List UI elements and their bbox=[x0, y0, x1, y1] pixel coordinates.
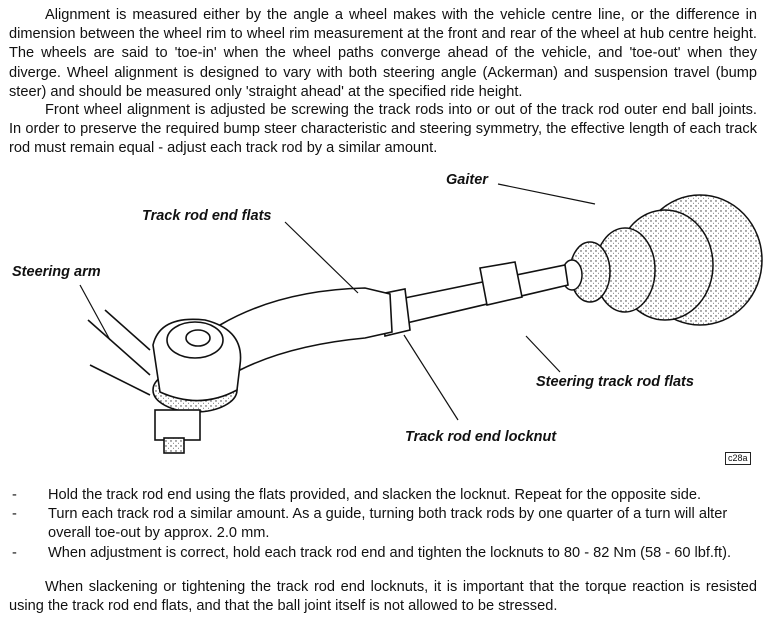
steering-arm-label: Steering arm bbox=[12, 264, 101, 280]
caution-note: When slackening or tightening the track … bbox=[9, 578, 757, 616]
track-rod-end-flats-label: Track rod end flats bbox=[142, 208, 272, 224]
steering-track-rod-flats-label: Steering track rod flats bbox=[536, 374, 694, 390]
ball-joint-shape bbox=[152, 318, 242, 454]
step-text: Turn each track rod a similar amount. As… bbox=[48, 506, 728, 542]
track-rod-drawing bbox=[79, 183, 763, 454]
gaiter-shape bbox=[561, 194, 763, 326]
step-marker: - bbox=[12, 487, 17, 503]
track-rod-shape bbox=[218, 261, 569, 372]
intro-paragraph-1: Alignment is measured either by the angl… bbox=[9, 6, 757, 102]
step-item: - Hold the track rod end using the flats… bbox=[12, 486, 757, 505]
step-item: - Turn each track rod a similar amount. … bbox=[12, 505, 757, 543]
step-text: When adjustment is correct, hold each tr… bbox=[48, 544, 732, 561]
caution-note-text: When slackening or tightening the track … bbox=[9, 579, 757, 615]
steering-arm-shape bbox=[87, 309, 151, 396]
intro-paragraph-2: Front wheel alignment is adjusted be scr… bbox=[9, 101, 757, 159]
gaiter-label: Gaiter bbox=[446, 172, 488, 188]
step-text: Hold the track rod end using the flats p… bbox=[48, 487, 702, 503]
intro-paragraph-2-text: Front wheel alignment is adjusted be scr… bbox=[9, 102, 757, 157]
procedure-steps: - Hold the track rod end using the flats… bbox=[12, 486, 757, 563]
track-rod-end-locknut-label: Track rod end locknut bbox=[405, 429, 557, 445]
step-item: - When adjustment is correct, hold each … bbox=[12, 544, 757, 563]
track-rod-illustration: Gaiter Track rod end flats Steering arm … bbox=[0, 160, 766, 470]
step-marker: - bbox=[12, 544, 17, 561]
intro-paragraph-1-text: Alignment is measured either by the angl… bbox=[9, 7, 757, 100]
figure-code: c28a bbox=[725, 452, 751, 465]
step-marker: - bbox=[12, 506, 17, 523]
leader-lines bbox=[79, 183, 596, 421]
